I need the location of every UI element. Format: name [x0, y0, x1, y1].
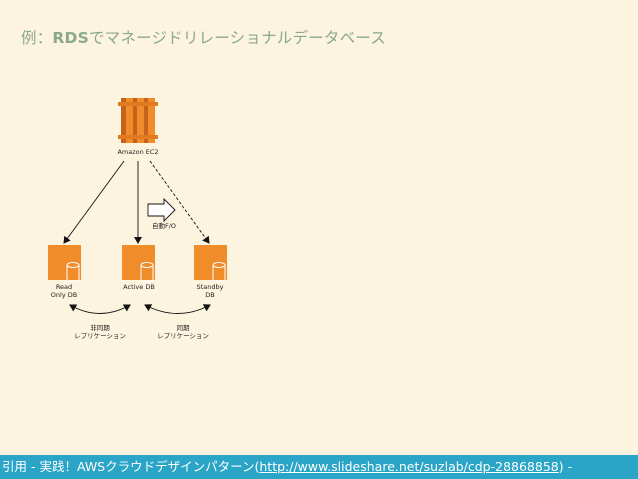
slide-background: [0, 0, 638, 455]
node-label-standby: Standby DB: [196, 283, 224, 299]
failover-arrow-icon: [147, 197, 176, 223]
arrow-ec2-to-readonly: [63, 160, 125, 244]
slide-title: 例：RDSでマネージドリレーショナルデータベース: [21, 26, 386, 48]
standby-db-icon: [194, 245, 227, 282]
replication-sync-curve: [144, 304, 211, 314]
footer-prefix: 引用 - 実践！AWSクラウドデザインパターン(: [2, 459, 260, 474]
readonly-db-icon: [48, 245, 81, 282]
active-db-icon: [122, 245, 155, 282]
replication-async-curve: [69, 304, 131, 314]
footer-suffix: ) -: [558, 459, 573, 474]
replication-async-label: 非同期 レプリケーション: [74, 324, 126, 340]
ec2-icon: [118, 98, 158, 143]
replication-sync-label: 同期 レプリケーション: [157, 324, 209, 340]
title-bold: RDS: [52, 29, 89, 47]
title-prefix: 例：: [21, 29, 53, 47]
node-label-readonly: Read Only DB: [50, 283, 78, 299]
diagram: Amazon EC2 自動F/O Read Only DB Active DB …: [48, 98, 227, 340]
ec2-label: Amazon EC2: [117, 148, 159, 156]
failover-label: 自動F/O: [151, 222, 177, 230]
footer-url-link[interactable]: http://www.slideshare.net/suzlab/cdp-288…: [259, 459, 559, 474]
arrow-ec2-to-standby: [149, 160, 210, 244]
title-rest: でマネージドリレーショナルデータベース: [88, 29, 386, 47]
node-label-active: Active DB: [123, 283, 155, 291]
diagram-svg: [48, 98, 227, 314]
footer-citation: 引用 - 実践！AWSクラウドデザインパターン(http://www.slide…: [0, 455, 638, 479]
